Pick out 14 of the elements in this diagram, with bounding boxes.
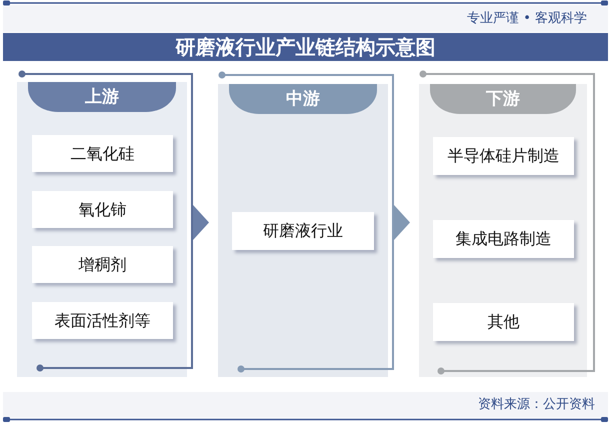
- slogan-text: 专业严谨 • 客观科学: [467, 10, 587, 28]
- heading-tab: 中游: [229, 84, 377, 114]
- item-box: 表面活性剂等: [32, 302, 173, 339]
- title-bar: 研磨液行业产业链结构示意图: [3, 33, 608, 61]
- item-box: 集成电路制造: [433, 220, 574, 258]
- item-box: 二氧化硅: [32, 135, 173, 172]
- heading-tab: 上游: [28, 82, 176, 112]
- item-box: 半导体硅片制造: [433, 137, 574, 175]
- heading-tab: 下游: [430, 84, 576, 114]
- item-box: 氧化铈: [32, 191, 173, 228]
- source-note: 资料来源：公开资料: [478, 396, 595, 414]
- item-box: 其他: [433, 303, 574, 341]
- item-box: 研磨液行业: [232, 212, 374, 250]
- item-box: 增稠剂: [32, 246, 173, 283]
